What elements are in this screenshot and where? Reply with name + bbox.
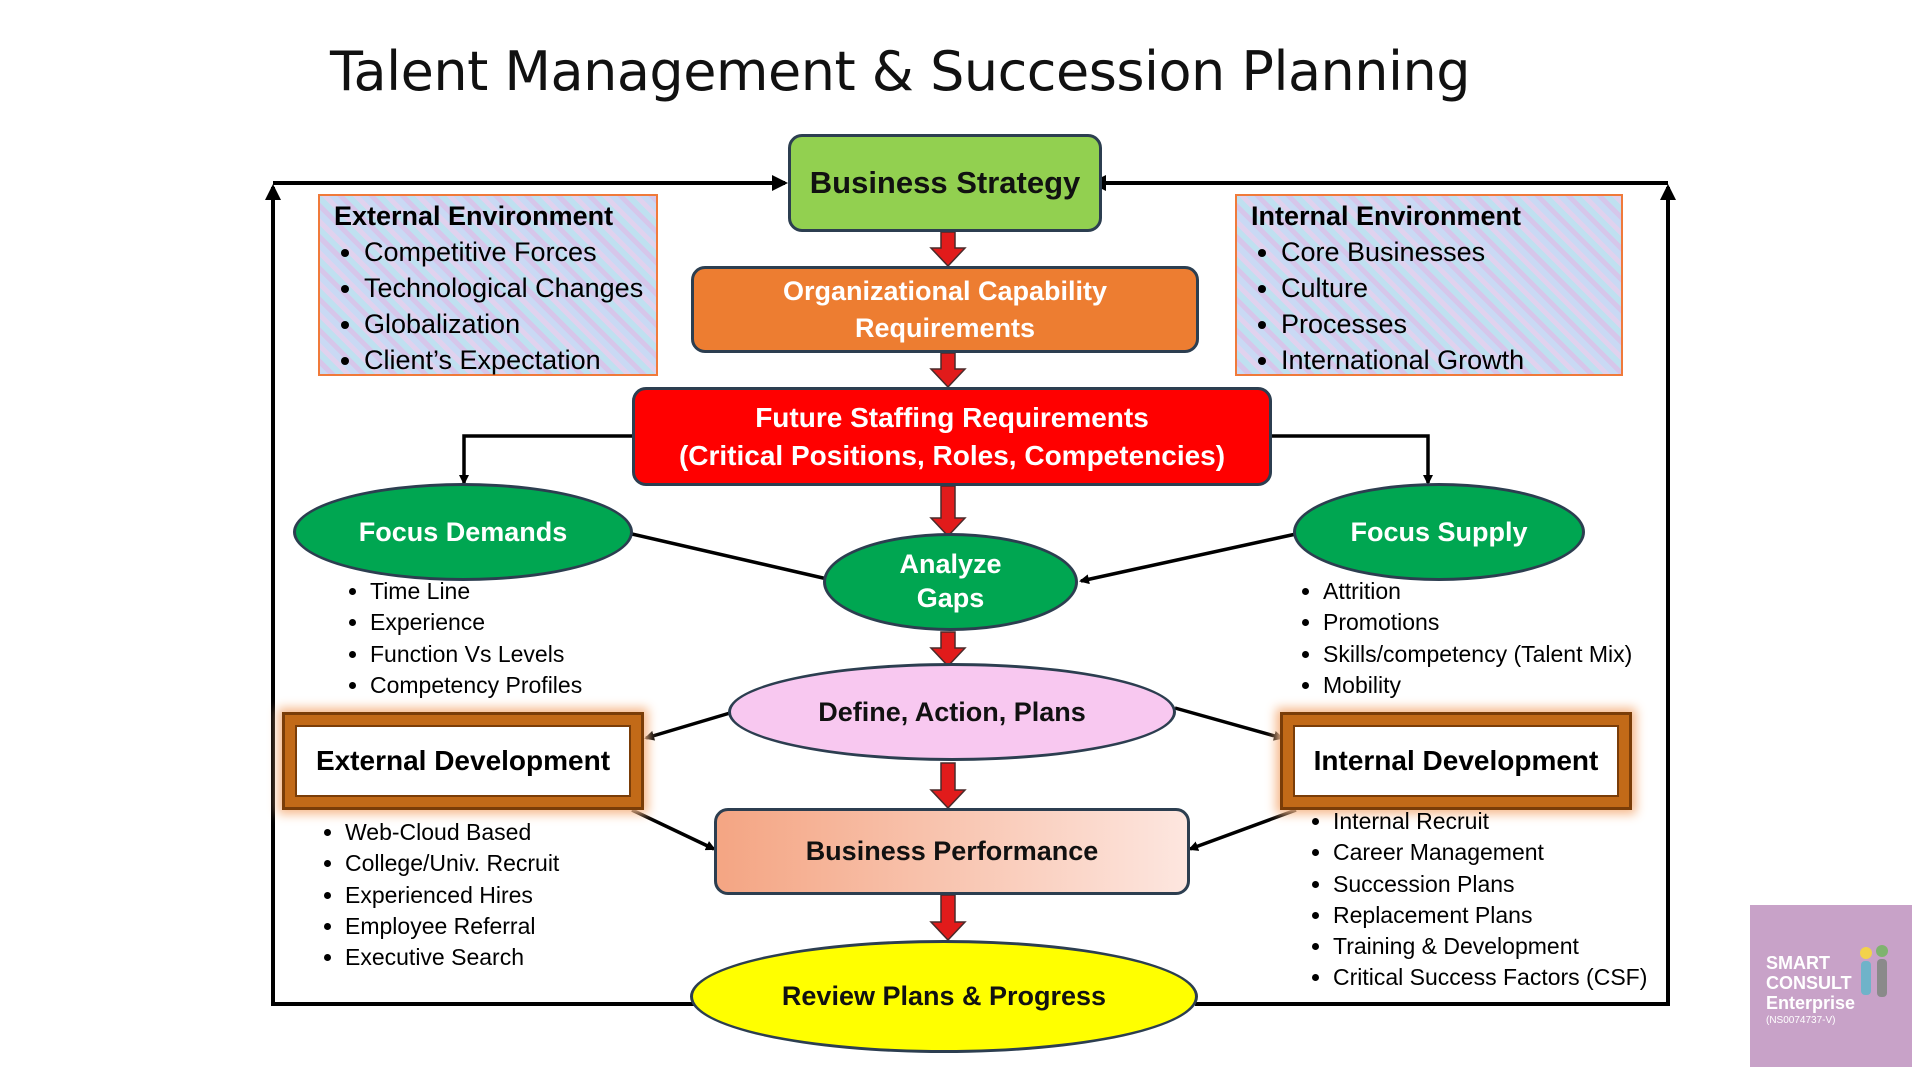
org-capability-line1: Organizational Capability — [782, 276, 1108, 307]
people-icon — [1860, 945, 1888, 997]
future-staffing-line2: (Critical Positions, Roles, Competencies… — [678, 439, 1226, 471]
focus-demands-label: Focus Demands — [358, 516, 568, 547]
internal-development-list: Internal Recruit Career Management Succe… — [1303, 806, 1647, 994]
review-plans-label: Review Plans & Progress — [781, 981, 1107, 1012]
logo-line-2: CONSULT — [1766, 973, 1852, 993]
list-item: Experience — [370, 607, 582, 638]
external-development-label: External Development — [295, 725, 631, 797]
list-item: Succession Plans — [1333, 869, 1647, 900]
list-item: Career Management — [1333, 837, 1647, 868]
list-item: Globalization — [364, 306, 642, 342]
list-item: Client’s Expectation — [364, 342, 642, 378]
internal-environment-title: Internal Environment — [1251, 201, 1522, 231]
list-item: Promotions — [1323, 607, 1632, 638]
define-plans-label: Define, Action, Plans — [818, 696, 1086, 727]
internal-environment-list: Core Businesses Culture Processes Intern… — [1251, 234, 1607, 378]
list-item: Skills/competency (Talent Mix) — [1323, 639, 1632, 670]
external-development-box: External Development — [282, 712, 644, 810]
arrow-external-to-performance — [631, 808, 716, 851]
analyze-gaps-ellipse: Analyze Gaps — [823, 533, 1078, 631]
arrow-plans-to-internal — [1174, 706, 1284, 741]
list-item: Training & Development — [1333, 931, 1647, 962]
list-item: Competency Profiles — [370, 670, 582, 701]
future-staffing-box: Future Staffing Requirements (Critical P… — [632, 387, 1272, 486]
logo-line-3: Enterprise — [1766, 993, 1856, 1013]
arrow-demands-to-gaps — [631, 532, 838, 585]
focus-supply-label: Focus Supply — [1350, 516, 1528, 547]
feedback-loop — [265, 175, 1676, 1006]
company-logo: SMART CONSULT Enterprise (NS0074737-V) — [1750, 905, 1912, 1067]
list-item: Core Businesses — [1281, 234, 1607, 270]
list-item: Mobility — [1323, 670, 1632, 701]
external-environment-list: Competitive Forces Technological Changes… — [334, 234, 643, 378]
central-flow-arrows — [929, 231, 967, 942]
list-item: Web-Cloud Based — [345, 817, 559, 848]
internal-development-box: Internal Development — [1280, 712, 1632, 810]
list-item: Internal Recruit — [1333, 806, 1647, 837]
list-item: Critical Success Factors (CSF) — [1333, 962, 1647, 993]
list-item: Executive Search — [345, 942, 559, 973]
page-title: Talent Management & Succession Planning — [330, 40, 1471, 103]
list-item: College/Univ. Recruit — [345, 848, 559, 879]
business-performance-label: Business Performance — [805, 836, 1099, 867]
list-item: Technological Changes — [364, 270, 643, 306]
arrow-staffing-to-supply — [1272, 434, 1433, 485]
arrow-staffing-to-demands — [459, 434, 632, 485]
arrow-internal-to-performance — [1188, 808, 1297, 851]
analyze-gaps-line1: Analyze — [899, 549, 1002, 580]
arrow-supply-to-gaps — [1079, 532, 1297, 585]
business-performance-box: Business Performance — [714, 808, 1190, 895]
define-plans-ellipse: Define, Action, Plans — [728, 663, 1176, 761]
business-strategy-label: Business Strategy — [809, 165, 1081, 201]
list-item: Employee Referral — [345, 911, 559, 942]
focus-demands-list: Time Line Experience Function Vs Levels … — [340, 576, 582, 701]
list-item: Competitive Forces — [364, 234, 642, 270]
list-item: Processes — [1281, 306, 1607, 342]
external-development-list: Web-Cloud Based College/Univ. Recruit Ex… — [315, 817, 559, 973]
focus-supply-list: Attrition Promotions Skills/competency (… — [1293, 576, 1632, 701]
analyze-gaps-line2: Gaps — [916, 583, 985, 613]
list-item: International Growth — [1281, 342, 1607, 378]
future-staffing-line1: Future Staffing Requirements — [755, 401, 1149, 433]
list-item: Culture — [1281, 270, 1607, 306]
list-item: Time Line — [370, 576, 582, 607]
arrow-plans-to-external — [644, 711, 731, 741]
internal-development-label: Internal Development — [1293, 725, 1619, 797]
org-capability-box: Organizational Capability Requirements — [691, 266, 1199, 353]
list-item: Experienced Hires — [345, 880, 559, 911]
focus-supply-ellipse: Focus Supply — [1293, 483, 1585, 581]
list-item: Function Vs Levels — [370, 639, 582, 670]
external-environment-title: External Environment — [334, 201, 614, 231]
review-plans-ellipse: Review Plans & Progress — [690, 940, 1198, 1053]
list-item: Attrition — [1323, 576, 1632, 607]
org-capability-line2: Requirements — [854, 312, 1036, 343]
external-environment-box: External Environment Competitive Forces … — [318, 194, 658, 376]
internal-environment-box: Internal Environment Core Businesses Cul… — [1235, 194, 1623, 376]
logo-registration: (NS0074737-V) — [1766, 1015, 1836, 1026]
list-item: Replacement Plans — [1333, 900, 1647, 931]
business-strategy-box: Business Strategy — [788, 134, 1102, 232]
logo-text: SMART CONSULT Enterprise — [1766, 953, 1855, 1013]
focus-demands-ellipse: Focus Demands — [293, 483, 633, 581]
logo-line-1: SMART — [1766, 953, 1830, 973]
